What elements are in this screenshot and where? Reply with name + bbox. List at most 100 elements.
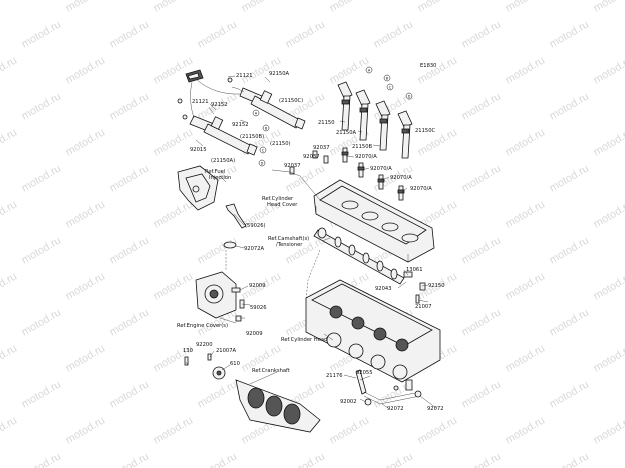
cylinder-head-cover (313, 179, 435, 263)
label-21150b: 21150B (352, 144, 373, 150)
label-92072-a: 92072 (387, 406, 404, 412)
label-59026: 59026 (250, 305, 267, 311)
label-13061: 13061 (406, 267, 423, 273)
label-92015: 92015 (190, 147, 207, 153)
watermark-text: motod.ru (504, 126, 548, 158)
sensor-13061 (403, 271, 426, 304)
label-21007: 21007 (415, 304, 432, 310)
label-92009-b: 92009 (246, 331, 263, 337)
callout-d: D (261, 161, 264, 165)
watermark-text: motod.ru (328, 0, 372, 15)
leader-lines (185, 75, 437, 409)
label-92152-b: 92152 (232, 122, 249, 128)
label-92070a-2: 92070/A (370, 166, 392, 172)
watermark-text: motod.ru (592, 0, 625, 15)
watermark-text: motod.ru (64, 54, 108, 86)
watermark-text: motod.ru (64, 198, 108, 230)
watermark-text: motod.ru (152, 198, 196, 230)
watermark-text: motod.ru (108, 378, 152, 410)
watermark-text: motod.ru (0, 342, 19, 374)
watermark-text: motod.ru (0, 198, 19, 230)
label-21176: 21176 (326, 373, 343, 379)
watermark-text: motod.ru (460, 234, 504, 266)
label-130: 130 (183, 348, 193, 354)
watermark-text: motod.ru (548, 90, 592, 122)
bolts-92037 (289, 150, 329, 175)
watermark-text: motod.ru (108, 306, 152, 338)
watermark-text: motod.ru (108, 90, 152, 122)
watermark-text: motod.ru (152, 414, 196, 446)
label-21150a: 21150A (336, 130, 357, 136)
watermark-text: motod.ru (460, 306, 504, 338)
label-21150-paren: (21150) (270, 141, 291, 147)
watermark-text: motod.ru (460, 162, 504, 194)
label-92070a-1: 92070/A (355, 154, 377, 160)
watermark-text: motod.ru (548, 162, 592, 194)
watermark-text: motod.ru (152, 270, 196, 302)
label-ref-crankshaft: Ref.Crankshaft (252, 368, 290, 374)
watermark-text: motod.ru (152, 126, 196, 158)
label-92037-a: 92037 (313, 145, 330, 151)
label-21121-top: 21121 (236, 73, 253, 79)
watermark-text: motod.ru (108, 234, 152, 266)
crankshaft (184, 353, 321, 433)
label-ref-head-cover-2: Head Cover (267, 202, 298, 208)
watermark-text: motod.ru (0, 414, 19, 446)
label-92070a-3: 92070/A (390, 175, 412, 181)
watermark-text: motod.ru (0, 54, 19, 86)
watermark-text: motod.ru (196, 450, 240, 468)
label-92200: 92200 (196, 342, 213, 348)
watermark-text: motod.ru (20, 306, 64, 338)
label-92043: 92043 (375, 286, 392, 292)
watermark-text: motod.ru (504, 414, 548, 446)
camshaft (313, 227, 405, 285)
watermark-text: motod.ru (152, 0, 196, 15)
callout-b: B (265, 126, 268, 130)
watermark-text: motod.ru (592, 270, 625, 302)
watermark-text: motod.ru (592, 342, 625, 374)
svg-text:D: D (408, 94, 411, 98)
label-92072-b: 92072 (427, 406, 444, 412)
part-labels: 21121 92150A 21121 92152 (21150C) 92152 … (177, 71, 445, 412)
watermark-text: motod.ru (64, 270, 108, 302)
watermark-text: motod.ru (20, 162, 64, 194)
callout-c: C (262, 148, 265, 152)
watermark-text: motod.ru (372, 450, 416, 468)
watermark-text: motod.ru (548, 306, 592, 338)
svg-text:A: A (368, 68, 371, 72)
label-59026-paren: (59026) (245, 223, 266, 229)
watermark-text: motod.ru (592, 414, 625, 446)
label-610: 610 (230, 361, 240, 367)
watermark-text: motod.ru (108, 450, 152, 468)
label-92070a-4: 92070/A (410, 186, 432, 192)
watermark-text: motod.ru (108, 162, 152, 194)
oil-pipe (355, 369, 422, 406)
watermark-text: motod.ru (504, 0, 548, 15)
ignition-coil-assembly: A B C D (177, 69, 306, 167)
watermark-text: motod.ru (284, 18, 328, 50)
watermark-text: motod.ru (548, 450, 592, 468)
watermark-text: motod.ru (196, 378, 240, 410)
callout-a: A (255, 111, 258, 115)
stick-coil-4 (397, 110, 413, 159)
watermark-text: motod.ru (416, 414, 460, 446)
label-ref-fuel-2: Injection (209, 175, 231, 181)
label-92037-b: 92037 (303, 154, 320, 160)
watermark-text: motod.ru (460, 378, 504, 410)
watermark-text: motod.ru (504, 342, 548, 374)
watermark-text: motod.ru (20, 378, 64, 410)
watermark-text: motod.ru (592, 198, 625, 230)
label-92002: 92002 (340, 399, 357, 405)
label-21150b-paren: (21150B) (240, 134, 264, 140)
label-92072a: 92072A (244, 246, 265, 252)
watermark-text: motod.ru (196, 234, 240, 266)
label-21121-left: 21121 (192, 99, 209, 105)
watermark-text: motod.ru (504, 198, 548, 230)
watermark-text: motod.ru (328, 414, 372, 446)
watermark-text: motod.ru (0, 126, 19, 158)
fuel-injection-bracket (177, 165, 219, 211)
watermark-text: motod.ru (328, 54, 372, 86)
stick-coil-3 (375, 100, 391, 151)
